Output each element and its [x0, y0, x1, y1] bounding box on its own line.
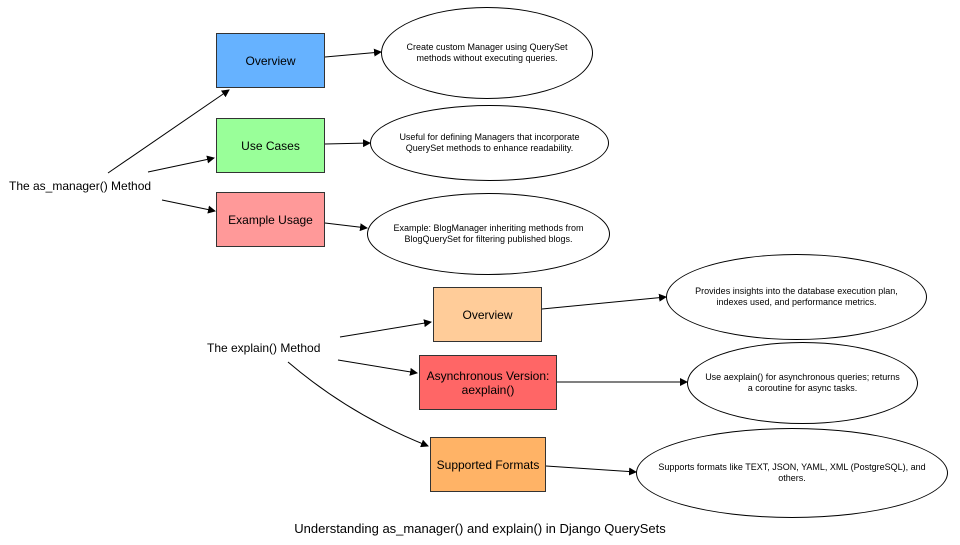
am-example-note-text: Example: BlogManager inheriting methods … — [393, 223, 584, 244]
ex-async-note-text: Use aexplain() for asynchronous queries;… — [705, 372, 900, 393]
edge-root-ex-overview — [339, 319, 432, 338]
edge-am-use-cases-note — [324, 139, 371, 148]
am-use-cases-note: Useful for defining Managers that incorp… — [370, 105, 609, 181]
edge-ex-overview-note — [541, 293, 667, 310]
edge-root-am-overview — [107, 89, 230, 174]
edge-root-am-example — [161, 199, 216, 214]
edge-root-ex-async — [337, 359, 418, 376]
am-overview-note: Create custom Manager using QuerySet met… — [381, 7, 593, 99]
ex-overview-note-text: Provides insights into the database exec… — [695, 286, 898, 307]
ex-formats-box: Supported Formats — [430, 437, 546, 492]
am-example-box: Example Usage — [216, 192, 325, 247]
edge-root-am-use-cases — [147, 155, 215, 173]
diagram-caption: Understanding as_manager() and explain()… — [294, 521, 666, 536]
root-explain-label: The explain() Method — [207, 341, 321, 355]
ex-overview-note: Provides insights into the database exec… — [666, 254, 927, 340]
am-use-cases-note-text: Useful for defining Managers that incorp… — [399, 132, 580, 153]
edge-root-ex-formats — [287, 361, 429, 448]
am-overview-note-text: Create custom Manager using QuerySet met… — [406, 42, 568, 63]
am-example-note: Example: BlogManager inheriting methods … — [367, 193, 610, 275]
am-use-cases-box: Use Cases — [216, 118, 325, 173]
ex-async-box: Asynchronous Version: aexplain() — [419, 355, 557, 410]
ex-formats-note: Supports formats like TEXT, JSON, YAML, … — [636, 428, 948, 518]
root-as-manager-label: The as_manager() Method — [9, 179, 152, 193]
edge-ex-formats-note — [545, 465, 637, 476]
ex-overview-box: Overview — [433, 287, 542, 342]
ex-formats-note-text: Supports formats like TEXT, JSON, YAML, … — [658, 462, 926, 483]
edge-am-example-note — [324, 222, 368, 232]
ex-async-note: Use aexplain() for asynchronous queries;… — [687, 342, 918, 424]
am-overview-box: Overview — [216, 33, 325, 88]
edge-am-overview-note — [324, 48, 382, 58]
